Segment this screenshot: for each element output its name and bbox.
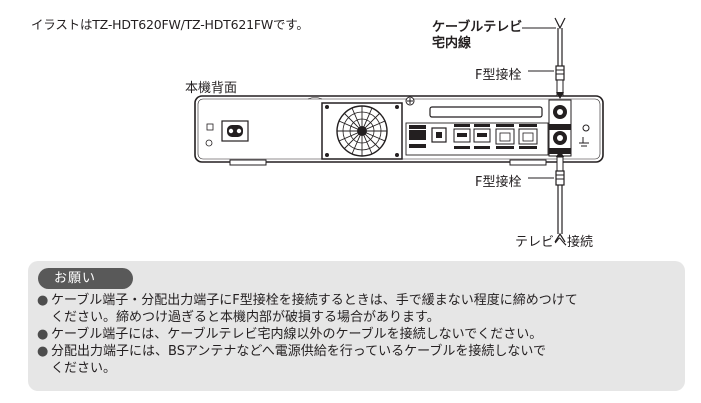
- ground-terminal-icon: [579, 124, 590, 147]
- notice-box: お願い ● ケーブル端子・分配出力端子にF型接栓を接続するときは、手で緩まない程…: [28, 261, 685, 391]
- bullet-icon: ●: [37, 293, 49, 308]
- cable-line-title-line1: ケーブルテレビ: [432, 20, 523, 35]
- lan-port-2: [518, 128, 538, 145]
- notice-item: ● 分配出力端子には、BSアンテナなどへ電源供給を行っているケーブルを接続しない…: [37, 343, 578, 377]
- arrow-up-icon: [556, 150, 564, 157]
- notice-list: ● ケーブル端子・分配出力端子にF型接栓を接続するときは、手で緩まない程度に締め…: [37, 292, 578, 377]
- bullet-icon: ●: [37, 344, 49, 359]
- f-connector-label-bottom: F型接栓: [475, 175, 522, 190]
- cable-line-out: [554, 185, 566, 243]
- notice-item-line: ケーブル端子・分配出力端子にF型接栓を接続するときは、手で緩まない程度に締めつけ…: [51, 293, 578, 308]
- notice-item-line: ください。: [51, 361, 117, 376]
- cable-input-terminal: [553, 105, 567, 119]
- notice-item-line: ください。締めつけ過ぎると本機内部が破損する場合があります。: [51, 310, 440, 325]
- f-connector-top-icon: [528, 65, 565, 97]
- notice-item: ● ケーブル端子・分配出力端子にF型接栓を接続するときは、手で緩まない程度に締め…: [37, 292, 578, 326]
- screw-icon: [405, 96, 415, 106]
- cable-line-title-line2: 宅内線: [432, 36, 472, 51]
- notice-item-line: ケーブル端子には、ケーブルテレビ宅内線以外のケーブルを接続しないでください。: [51, 327, 543, 342]
- notice-badge: お願い: [38, 268, 133, 289]
- ac-inlet-icon: [205, 120, 249, 147]
- hdmi-port: [409, 130, 426, 140]
- terminal-block: [405, 122, 549, 156]
- distribution-output-terminal: [553, 131, 567, 145]
- notice-item: ● ケーブル端子には、ケーブルテレビ宅内線以外のケーブルを接続しないでください。: [37, 326, 578, 343]
- cable-line-in: [522, 17, 566, 66]
- rear-panel-label: 本機背面: [185, 81, 238, 96]
- card-slot: [429, 106, 543, 118]
- f-connector-label-top: F型接栓: [475, 68, 522, 83]
- lan-port-1: [495, 128, 515, 145]
- connection-diagram: [194, 17, 604, 243]
- caption: イラストはTZ-HDT620FW/TZ-HDT621FWです。: [31, 17, 309, 32]
- f-connector-bottom-icon: [528, 156, 565, 186]
- notice-item-line: 分配出力端子には、BSアンテナなどへ電源供給を行っているケーブルを接続しないで: [51, 344, 546, 359]
- arrow-down-icon: [556, 92, 564, 99]
- bullet-icon: ●: [37, 327, 49, 342]
- tv-connection-label: テレビへ接続: [515, 235, 594, 250]
- fan-grille-icon: [321, 102, 403, 160]
- cable-line-title: ケーブルテレビ 宅内線: [432, 20, 522, 52]
